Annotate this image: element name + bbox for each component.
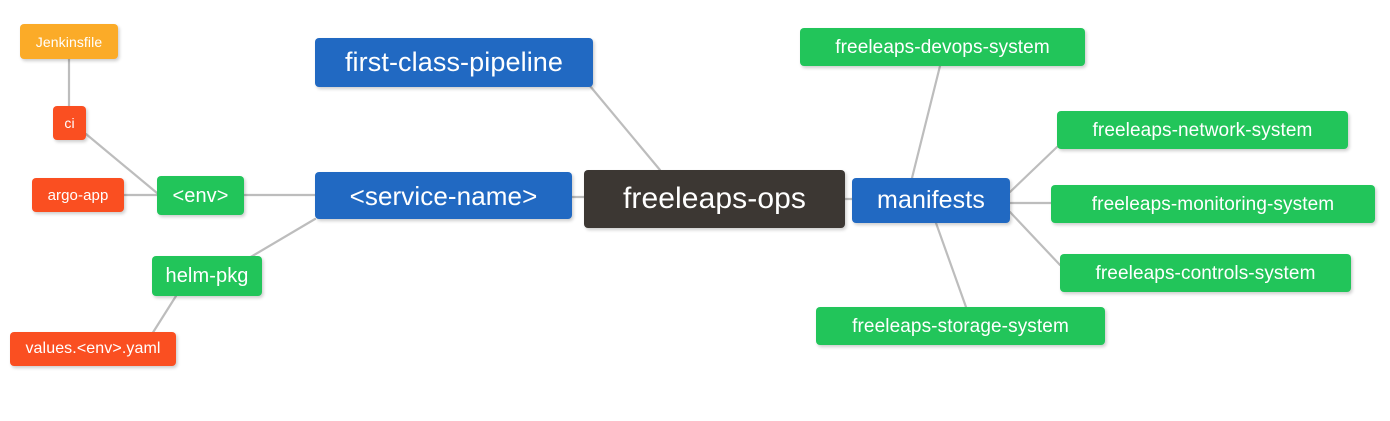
node-label-ci: ci [64, 115, 75, 131]
node-label-manifests: manifests [877, 186, 985, 214]
node-label-freeleaps-devops-system: freeleaps-devops-system [835, 36, 1050, 58]
node-env[interactable]: <env> [157, 176, 244, 215]
node-label-helm-pkg: helm-pkg [165, 265, 249, 287]
node-label-freeleaps-ops: freeleaps-ops [622, 182, 807, 215]
edge-values-yaml-to-helm-pkg [150, 294, 178, 336]
node-manifests[interactable]: manifests [852, 178, 1010, 223]
node-values-yaml[interactable]: values.<env>.yaml [10, 332, 176, 366]
node-first-class-pipeline[interactable]: first-class-pipeline [315, 38, 593, 87]
node-label-freeleaps-monitoring-system: freeleaps-monitoring-system [1091, 193, 1335, 215]
node-label-jenkinsfile: Jenkinsfile [35, 33, 103, 50]
node-freeleaps-storage-system[interactable]: freeleaps-storage-system [816, 307, 1105, 345]
edge-first-class-pipeline-to-freeleaps-ops [588, 84, 662, 172]
node-freeleaps-monitoring-system[interactable]: freeleaps-monitoring-system [1051, 185, 1375, 223]
edge-manifests-to-freeleaps-devops-system [910, 64, 942, 180]
node-freeleaps-network-system[interactable]: freeleaps-network-system [1057, 111, 1348, 149]
node-helm-pkg[interactable]: helm-pkg [152, 256, 262, 296]
node-label-freeleaps-controls-system: freeleaps-controls-system [1095, 262, 1316, 284]
node-freeleaps-devops-system[interactable]: freeleaps-devops-system [800, 28, 1085, 66]
node-label-env: <env> [172, 184, 229, 207]
edge-manifests-to-freeleaps-storage-system [934, 221, 968, 309]
edge-manifests-to-freeleaps-network-system [1008, 145, 1059, 194]
node-label-freeleaps-network-system: freeleaps-network-system [1092, 119, 1313, 141]
node-jenkinsfile[interactable]: Jenkinsfile [20, 24, 118, 59]
node-argo-app[interactable]: argo-app [32, 178, 124, 212]
edge-helm-pkg-to-service-name [247, 217, 317, 260]
node-label-argo-app: argo-app [47, 186, 109, 204]
node-label-service-name: <service-name> [349, 180, 538, 211]
node-freeleaps-controls-system[interactable]: freeleaps-controls-system [1060, 254, 1351, 292]
node-label-first-class-pipeline: first-class-pipeline [344, 47, 564, 77]
node-label-freeleaps-storage-system: freeleaps-storage-system [852, 315, 1069, 337]
node-ci[interactable]: ci [53, 106, 86, 140]
node-freeleaps-ops[interactable]: freeleaps-ops [584, 170, 845, 228]
node-service-name[interactable]: <service-name> [315, 172, 572, 219]
node-label-values-yaml: values.<env>.yaml [25, 340, 161, 357]
